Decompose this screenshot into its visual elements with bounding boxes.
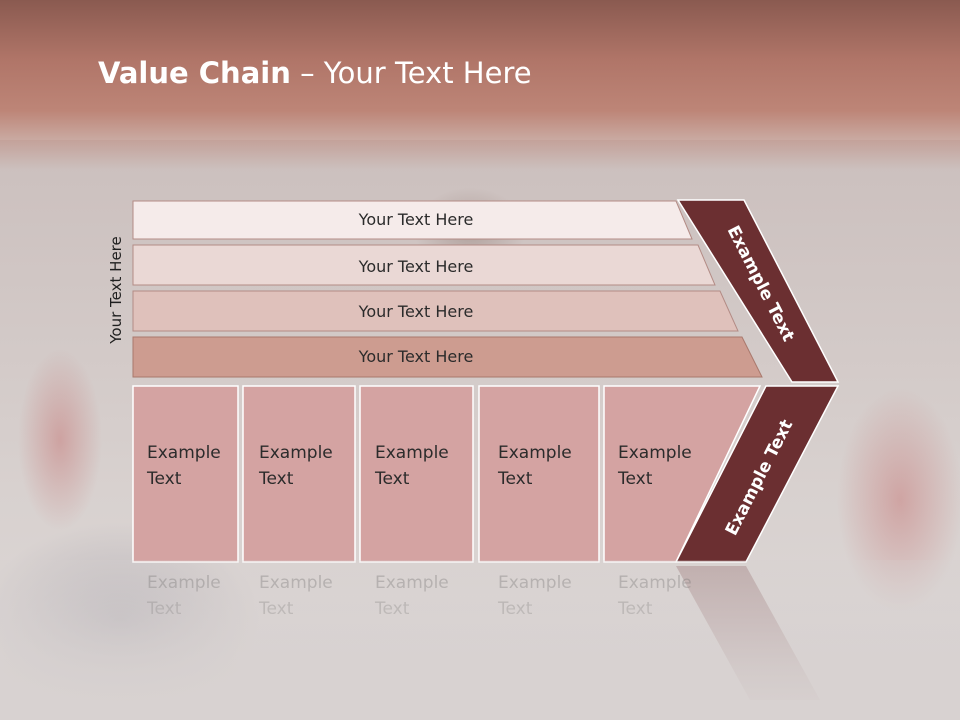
title-band [0,0,960,170]
column-3-line2: Text [375,469,410,489]
column-3-line1: Example [375,443,449,463]
column-2-line2: Text [259,469,294,489]
arrow-upper [676,199,840,383]
row-2: Your Text Here [132,244,716,286]
column-5-line1: Example [618,443,692,463]
slide-title: Value Chain – Your Text Here [98,56,532,90]
row-3: Your Text Here [132,290,739,332]
row-4: Your Text Here [132,336,763,378]
column-4-line1: Example [498,443,572,463]
column-1-line1: Example [147,443,221,463]
column-2-line1: Example [259,443,333,463]
column-4-line2: Text [498,469,533,489]
column-4-box [478,385,600,563]
title-rest: – Your Text Here [290,56,532,90]
column-1-line2: Text [147,469,182,489]
row-1-label: Your Text Here [358,210,474,229]
column-5-line2: Text [618,469,653,489]
row-2-label: Your Text Here [358,257,474,276]
column-3-box [359,385,474,563]
title-bold: Value Chain [98,56,291,90]
row-3-label: Your Text Here [358,302,474,321]
reflection-fade [0,560,960,720]
row-1: Your Text Here [132,200,693,240]
row-4-label: Your Text Here [358,347,474,366]
